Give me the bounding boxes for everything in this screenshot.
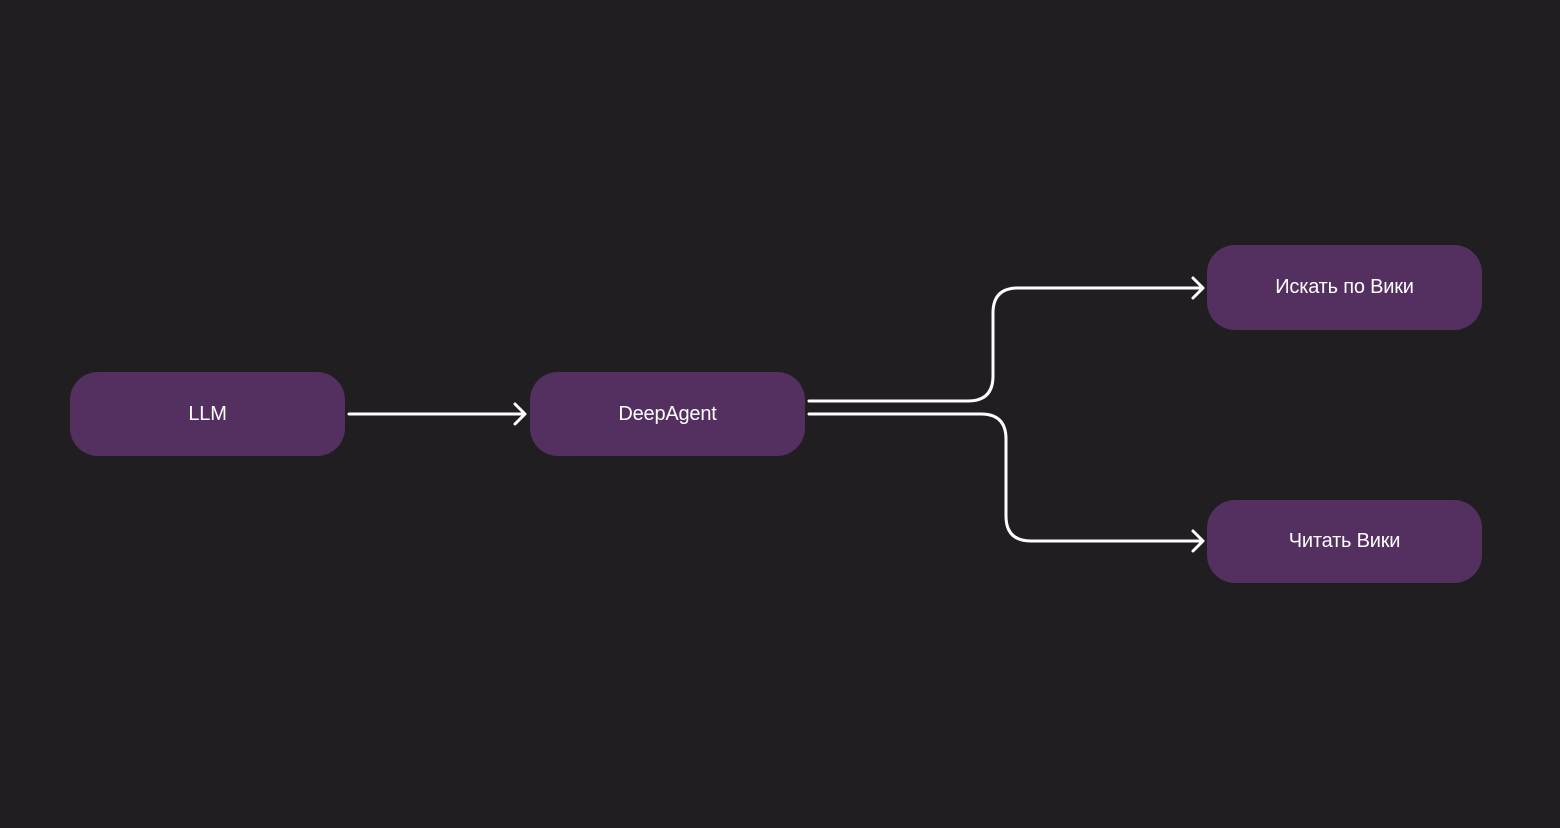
node-label: DeepAgent	[618, 402, 717, 425]
edge-llm-to-deepagent	[347, 402, 527, 426]
edge-line	[807, 286, 1204, 403]
node-label: Искать по Вики	[1275, 276, 1414, 298]
node-deepagent: DeepAgent	[530, 372, 805, 456]
node-llm: LLM	[70, 372, 345, 456]
node-search-wiki: Искать по Вики	[1207, 245, 1482, 330]
arrowhead-icon	[1191, 276, 1205, 300]
arrowhead-icon	[513, 402, 527, 426]
edge-line	[807, 412, 1204, 543]
edge-deepagent-to-read-wiki	[807, 412, 1205, 553]
arrowhead-icon	[1191, 529, 1205, 553]
node-read-wiki: Читать Вики	[1207, 500, 1482, 583]
edge-deepagent-to-search-wiki	[807, 276, 1205, 403]
node-label: Читать Вики	[1288, 530, 1401, 552]
node-label: LLM	[188, 402, 227, 425]
